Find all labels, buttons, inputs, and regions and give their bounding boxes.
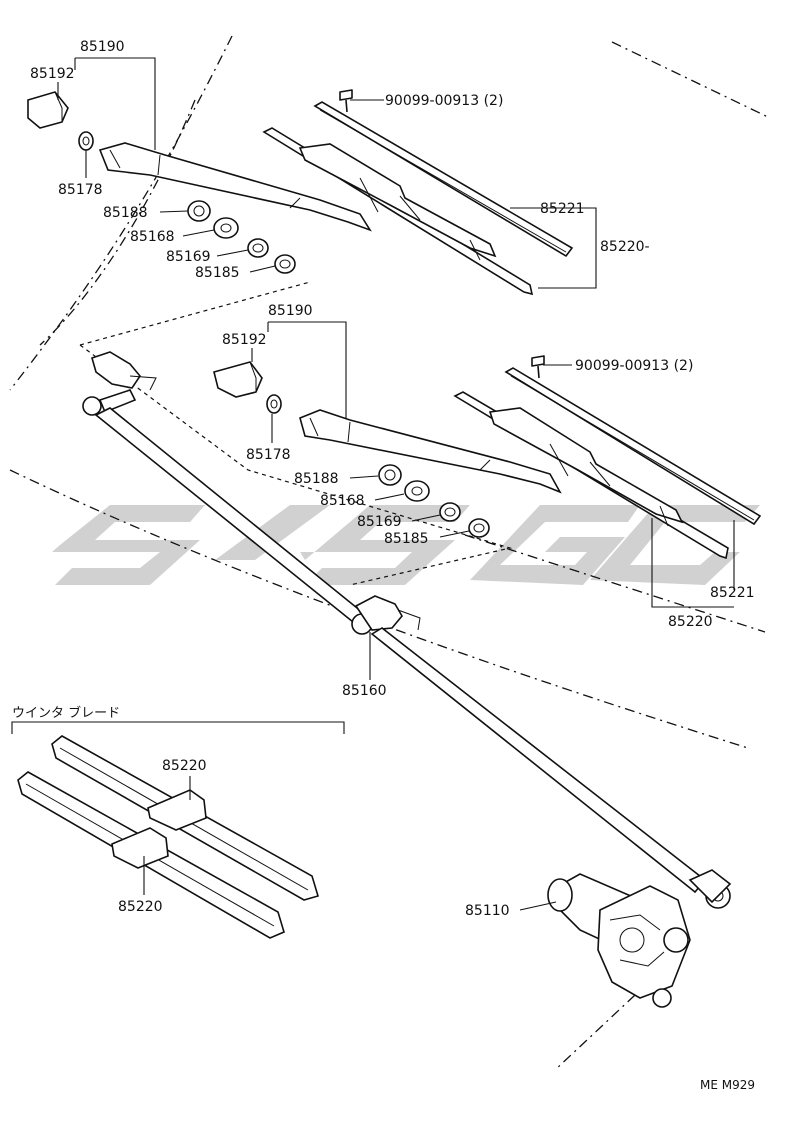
winter-blade-a [51, 735, 319, 901]
label-washer2-top: 85169 [166, 249, 211, 265]
watermark-logo [52, 505, 760, 585]
label-cap-top: 85192 [30, 66, 75, 82]
label-nut-mid: 85178 [246, 447, 291, 463]
wiper-blade-mid [453, 391, 729, 560]
wiper-link-assy [82, 351, 732, 909]
nut-part-top [78, 131, 94, 151]
label-motor: 85110 [465, 903, 510, 919]
bushing-part-top [187, 200, 211, 222]
windshield-outline [9, 469, 749, 749]
windshield-outline [611, 41, 771, 119]
wiper-blade-top [262, 127, 534, 296]
windshield-outline [554, 994, 636, 1071]
winter-blade-title: ウインタ ブレード [12, 705, 120, 721]
bushing-part-mid [378, 464, 402, 486]
label-blade-mid: 85220 [668, 614, 713, 630]
washer-part-top [213, 217, 239, 239]
dotted-guide [79, 344, 513, 586]
blade-refill-mid [504, 367, 762, 526]
label-link: 85160 [342, 683, 387, 699]
cap-part-top [27, 91, 69, 129]
label-bushing-mid: 85188 [294, 471, 339, 487]
windshield-outline [39, 99, 196, 346]
label-washer2-mid: 85169 [357, 514, 402, 530]
label-screw-top: 90099-00913 (2) [385, 93, 503, 109]
label-arm-assy-top: 85190 [80, 39, 125, 55]
label-seal-top: 85185 [195, 265, 240, 281]
label-cap-mid: 85192 [222, 332, 267, 348]
label-screw-mid: 90099-00913 (2) [575, 358, 693, 374]
label-arm-assy-mid: 85190 [268, 303, 313, 319]
winter-blade-b [17, 771, 285, 939]
wiper-arm-top [98, 142, 372, 232]
wiper-arm-mid [299, 409, 562, 494]
blade-refill-top [313, 101, 574, 258]
label-washer-top: 85168 [130, 229, 175, 245]
label-bushing-top: 85188 [103, 205, 148, 221]
screw-part-mid [531, 355, 545, 379]
cap-part-mid [213, 361, 263, 398]
diagram-code: ME M929 [700, 1078, 755, 1092]
windshield-outline [9, 35, 233, 391]
nut-part-mid [266, 394, 282, 414]
washer-part-mid [404, 480, 430, 502]
label-winter-blade-a: 85220 [162, 758, 207, 774]
seal-part-mid [468, 518, 490, 538]
seal-part-top [274, 254, 296, 274]
screw-part-top [339, 89, 353, 113]
label-washer-mid: 85168 [320, 493, 365, 509]
washer2-part-top [247, 238, 269, 258]
label-seal-mid: 85185 [384, 531, 429, 547]
label-refill-mid: 85221 [710, 585, 755, 601]
wiper-motor [547, 873, 691, 1008]
washer2-part-mid [439, 502, 461, 522]
label-blade-top: 85220- [600, 239, 650, 255]
label-refill-top: 85221 [540, 201, 585, 217]
windshield-outline [464, 534, 766, 633]
leader-lines [11, 57, 735, 911]
label-nut-top: 85178 [58, 182, 103, 198]
label-winter-blade-b: 85220 [118, 899, 163, 915]
